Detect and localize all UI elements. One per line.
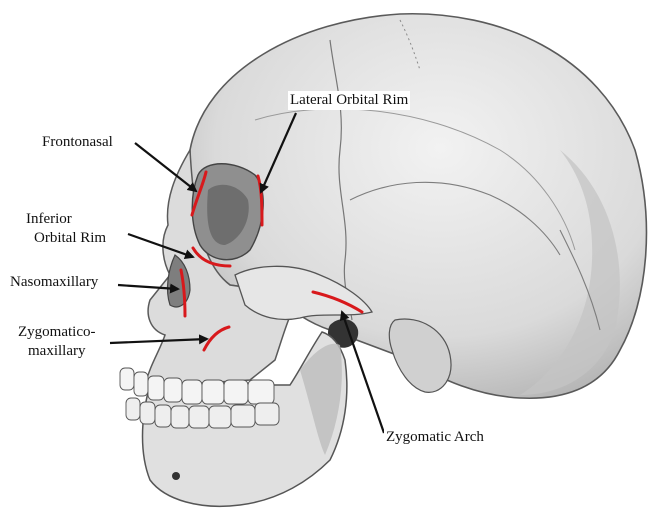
label-frontonasal: Frontonasal [42,133,113,152]
label-inferior-orbital-rim-line2: Orbital Rim [26,229,106,248]
label-inferior-orbital-rim-line1: Inferior [26,211,72,227]
label-zygomaticomaxillary-line1: Zygomatico- [18,324,95,340]
label-zygomatic-arch-text: Zygomatic Arch [386,429,484,445]
label-zygomatic-arch: Zygomatic Arch [384,428,486,447]
label-nasomaxillary-text: Nasomaxillary [10,274,98,290]
label-lateral-orbital-rim-text: Lateral Orbital Rim [290,92,408,108]
mental-foramen [172,472,180,480]
label-inferior-orbital-rim: Inferior Orbital Rim [26,210,106,248]
label-nasomaxillary: Nasomaxillary [10,273,98,292]
label-zygomaticomaxillary-line2: maxillary [18,342,95,361]
label-lateral-orbital-rim: Lateral Orbital Rim [288,91,410,110]
label-zygomaticomaxillary: Zygomatico- maxillary [18,323,95,361]
label-frontonasal-text: Frontonasal [42,134,113,150]
